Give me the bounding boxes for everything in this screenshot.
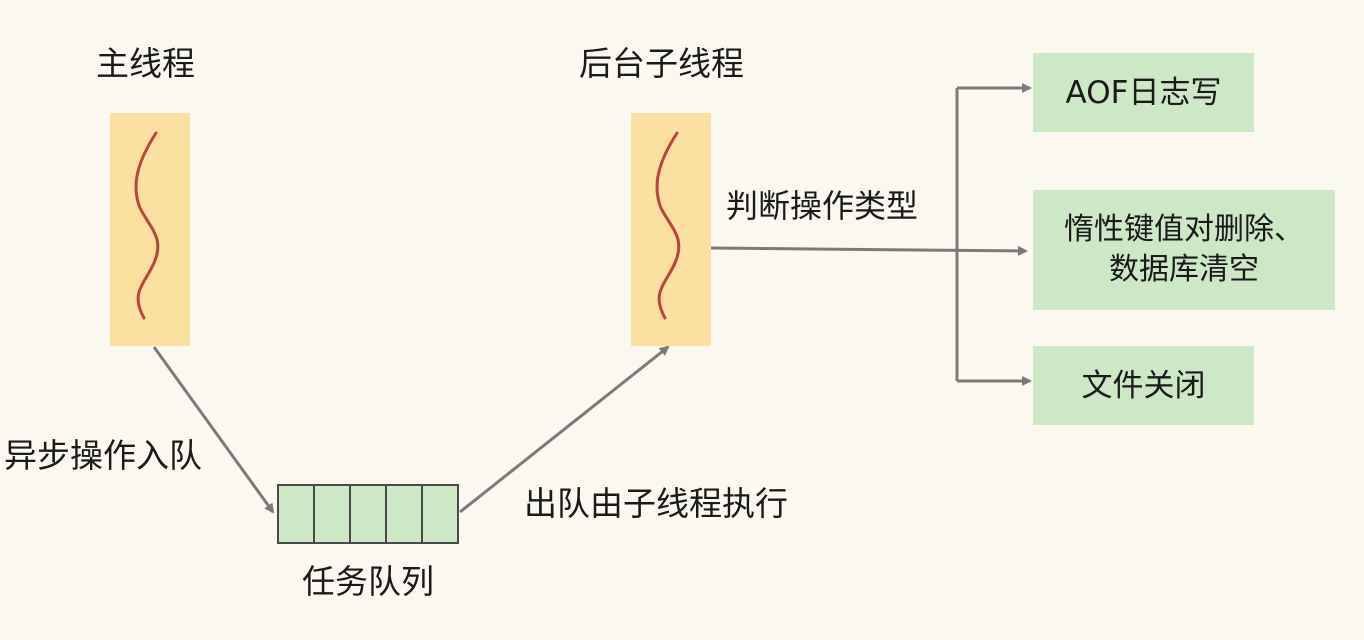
dequeue-label: 出队由子线程执行 xyxy=(524,484,788,523)
queue-slot xyxy=(279,486,315,542)
judge-type-label: 判断操作类型 xyxy=(726,187,919,225)
queue-slot xyxy=(351,486,387,542)
judge-arrow-main xyxy=(710,245,1028,256)
bg-thread-bar xyxy=(631,113,711,346)
op-file-close: 文件关闭 xyxy=(1033,346,1254,425)
main-thread-squiggle-icon xyxy=(134,131,160,320)
bg-thread-label: 后台子线程 xyxy=(579,44,744,83)
main-thread-bar xyxy=(110,113,190,346)
queue-slot xyxy=(387,486,423,542)
queue-slot xyxy=(315,486,351,542)
dequeue-arrow xyxy=(459,345,670,514)
op-aof-write: AOF日志写 xyxy=(1033,53,1254,132)
bg-thread-squiggle-icon xyxy=(655,131,681,320)
main-thread-label: 主线程 xyxy=(96,44,195,83)
queue-slot xyxy=(423,486,457,542)
enqueue-label: 异步操作入队 xyxy=(4,436,202,475)
task-queue xyxy=(277,484,459,544)
enqueue-arrow xyxy=(152,346,275,514)
op-lazy-delete: 惰性键值对删除、 数据库清空 xyxy=(1033,190,1335,310)
task-queue-label: 任务队列 xyxy=(302,562,434,601)
